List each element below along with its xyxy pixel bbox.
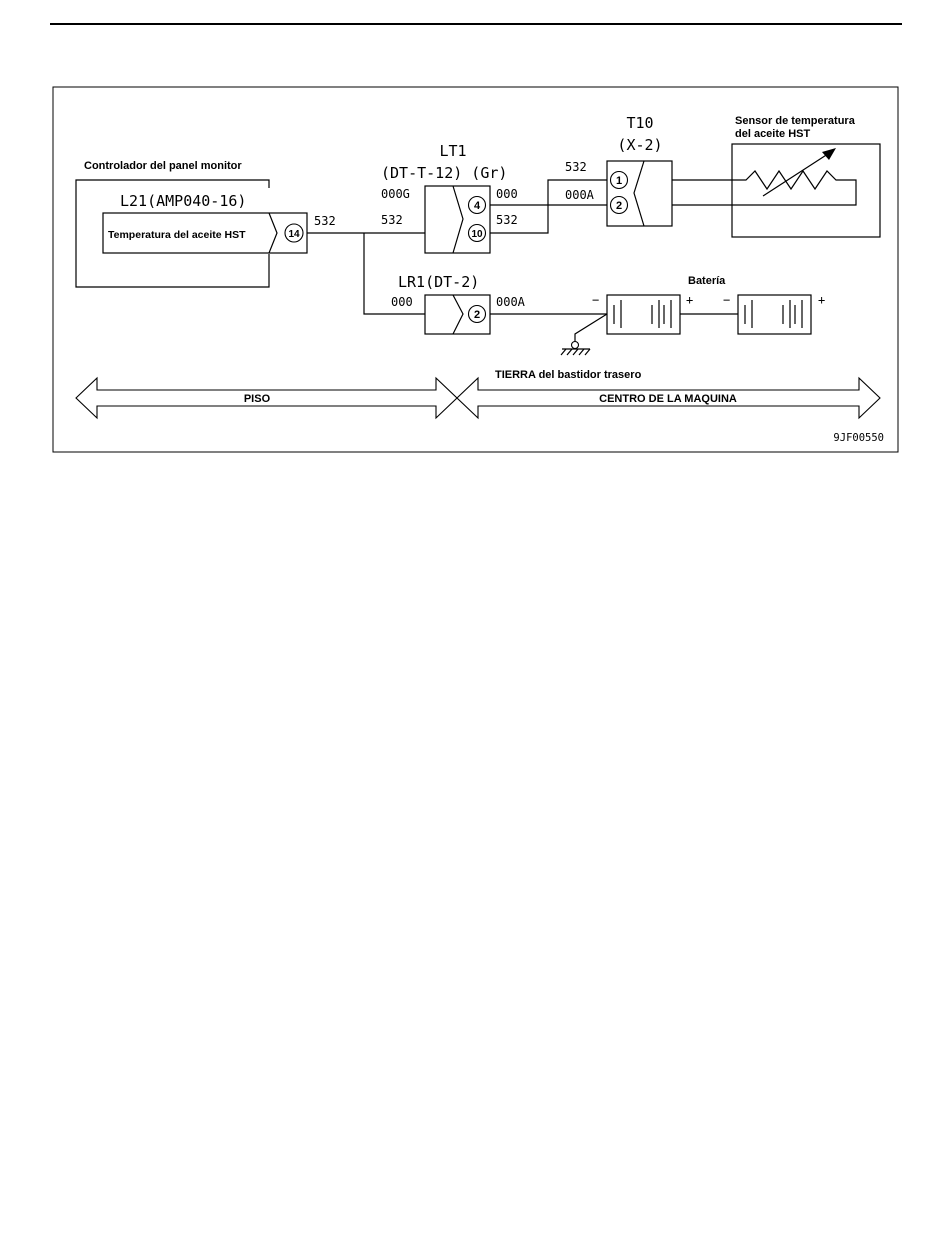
lr1-wire-in: 000 <box>391 295 413 309</box>
t10-connector-box <box>607 161 672 226</box>
lt1-pin-top: 4 <box>474 200 481 212</box>
lr1-wire-out: 000A <box>496 295 526 309</box>
battery2-minus: − <box>723 293 730 307</box>
thermistor-resistor <box>672 171 856 205</box>
battery-cell-1 <box>607 295 680 334</box>
l21-wire-out: 532 <box>314 214 336 228</box>
lt1-wire-in-bottom: 532 <box>381 213 403 227</box>
t10-name-2: (X-2) <box>617 136 662 154</box>
ground-terminal <box>572 342 579 349</box>
ground-wire <box>575 314 607 342</box>
lt1-wire-out-top: 000 <box>496 187 518 201</box>
t10-pin-bottom: 2 <box>616 200 622 212</box>
sensor-label-2: del aceite HST <box>735 128 810 140</box>
figure-code: 9JF00550 <box>833 432 884 444</box>
sensor-box <box>732 144 880 237</box>
lr1-pin-number: 2 <box>474 309 480 321</box>
controller-label: Controlador del panel monitor <box>84 160 242 172</box>
lt1-name-1: LT1 <box>439 142 466 160</box>
l21-signal-label: Temperatura del aceite HST <box>108 229 246 241</box>
t10-wire-in-bottom: 000A <box>565 188 595 202</box>
battery1-plus: + <box>686 293 693 307</box>
lt1-wire-out-bottom: 532 <box>496 213 518 227</box>
l21-connector-name: L21(AMP040-16) <box>120 192 246 210</box>
battery2-plus: + <box>818 293 825 307</box>
variable-arrow-line <box>763 150 834 196</box>
zone-left-label: PISO <box>244 393 271 405</box>
zone-right-label: CENTRO DE LA MAQUINA <box>599 393 737 405</box>
t10-wire-in-top: 532 <box>565 160 587 174</box>
lt1-connector-box <box>425 186 490 253</box>
t10-pin-top: 1 <box>616 175 622 187</box>
t10-name-1: T10 <box>626 114 653 132</box>
lt1-name-2: (DT-T-12) (Gr) <box>381 164 507 182</box>
battery-label: Batería <box>688 275 726 287</box>
l21-pin-number: 14 <box>288 229 300 240</box>
lr1-name: LR1(DT-2) <box>398 273 479 291</box>
lt1-wire-in-top: 000G <box>381 187 410 201</box>
lt1-pin-bottom: 10 <box>471 229 483 240</box>
battery1-minus: − <box>592 293 599 307</box>
ground-hatch <box>561 349 590 355</box>
sensor-label-1: Sensor de temperatura <box>735 115 856 127</box>
battery-cell-2 <box>738 295 811 334</box>
variable-arrow-head <box>822 148 836 160</box>
ground-label: TIERRA del bastidor trasero <box>495 369 642 381</box>
